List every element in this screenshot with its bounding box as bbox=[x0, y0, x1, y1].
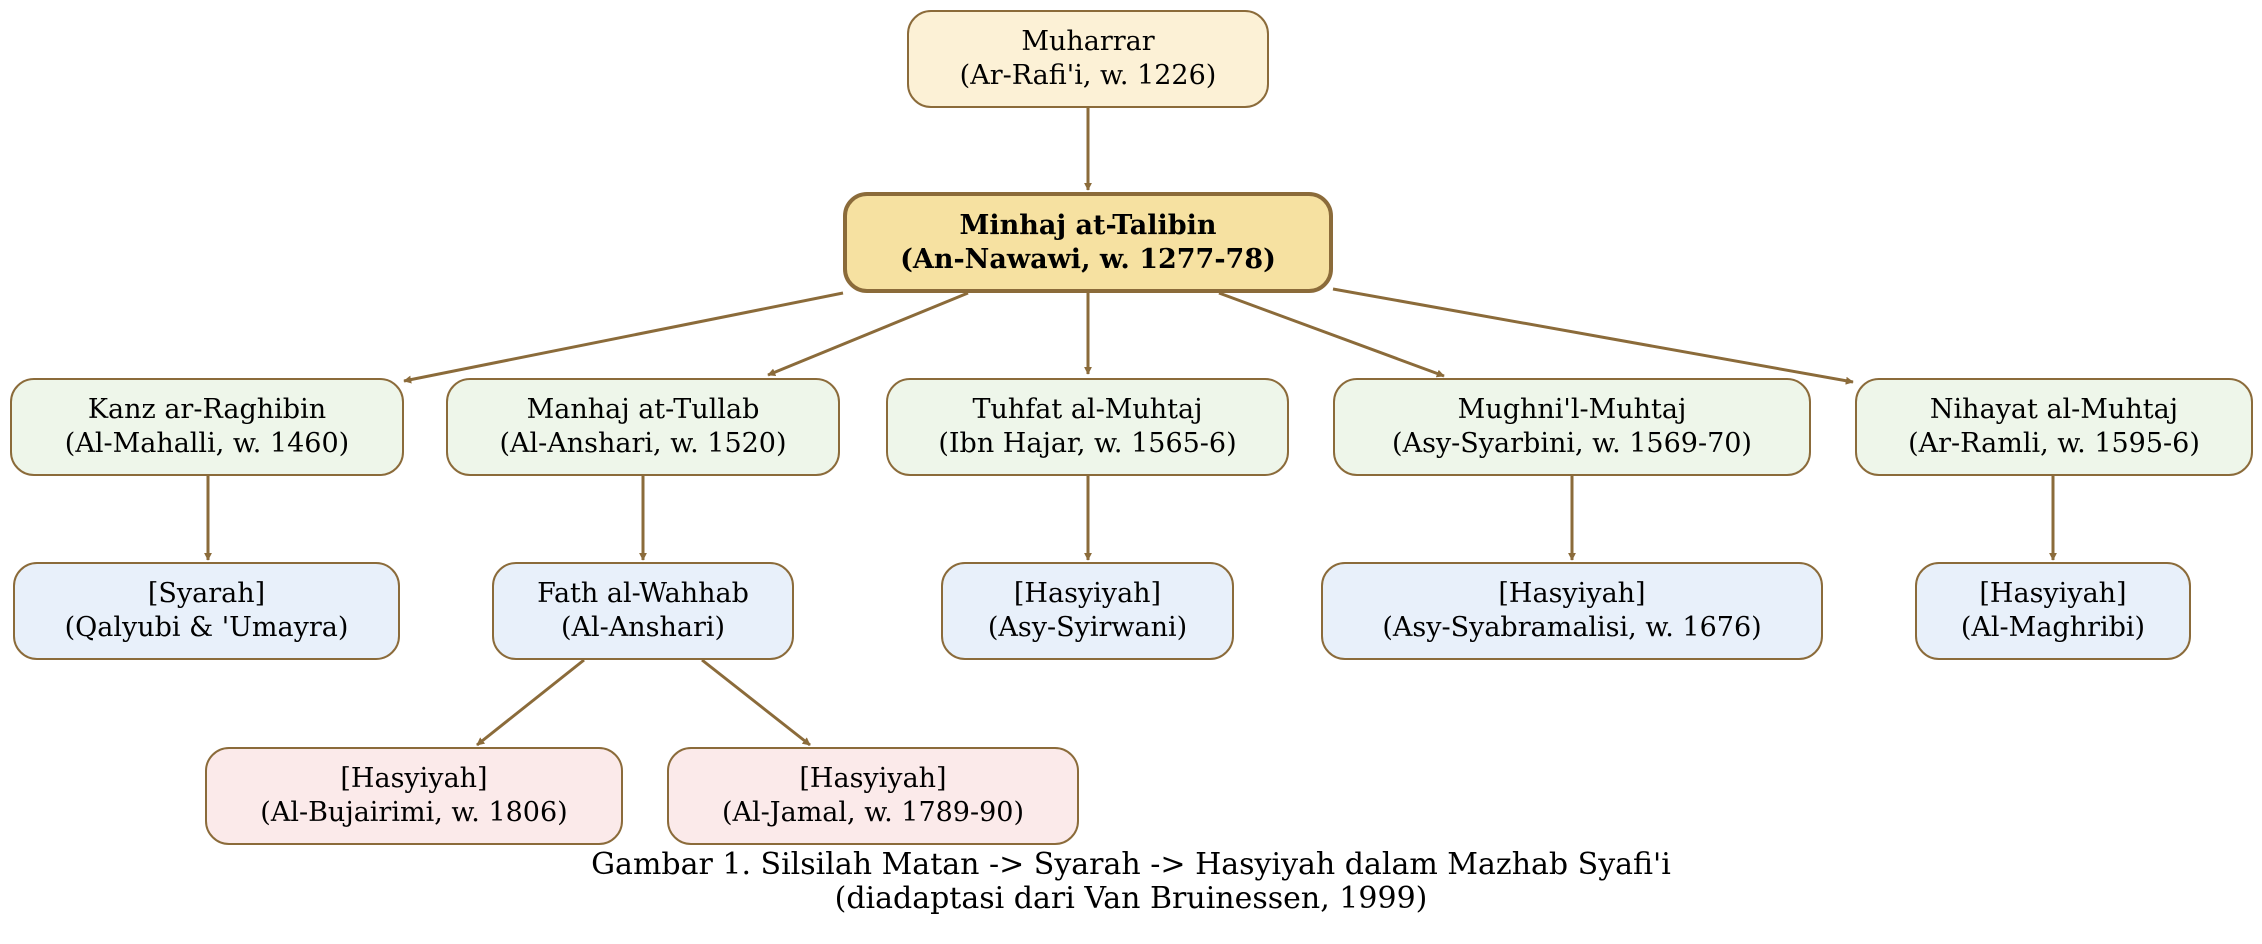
node-title: Muharrar bbox=[1021, 26, 1155, 57]
node-author: (Qalyubi & 'Umayra) bbox=[64, 612, 349, 643]
node-title: [Hasyiyah] bbox=[1979, 578, 2127, 609]
edge-minhaj-manhaj bbox=[767, 291, 969, 377]
node-hasyiyah-bujairimi: [Hasyiyah] (Al-Bujairimi, w. 1806) bbox=[205, 747, 623, 845]
node-title: Nihayat al-Muhtaj bbox=[1929, 394, 2179, 425]
edge-fath-jamal bbox=[701, 658, 811, 747]
caption-source: (diadaptasi dari Van Bruinessen, 1999) bbox=[834, 881, 1428, 916]
node-author: (Asy-Syirwani) bbox=[987, 612, 1188, 643]
node-author: (Ibn Hajar, w. 1565-6) bbox=[938, 428, 1237, 459]
node-title: [Hasyiyah] bbox=[340, 763, 488, 794]
node-title: [Hasyiyah] bbox=[799, 763, 947, 794]
node-mughni: Mughni'l-Muhtaj (Asy-Syarbini, w. 1569-7… bbox=[1333, 378, 1811, 476]
node-hasyiyah-syirwani: [Hasyiyah] (Asy-Syirwani) bbox=[941, 562, 1234, 660]
node-tuhfat: Tuhfat al-Muhtaj (Ibn Hajar, w. 1565-6) bbox=[886, 378, 1289, 476]
caption-title: Gambar 1. Silsilah Matan -> Syarah -> Ha… bbox=[591, 847, 1671, 882]
node-author: (Al-Jamal, w. 1789-90) bbox=[721, 797, 1024, 828]
node-title: [Hasyiyah] bbox=[1498, 578, 1646, 609]
node-author: (Asy-Syarbini, w. 1569-70) bbox=[1392, 428, 1752, 459]
node-hasyiyah-maghribi: [Hasyiyah] (Al-Maghribi) bbox=[1915, 562, 2191, 660]
node-author: (Al-Anshari) bbox=[560, 612, 726, 643]
node-author: (An-Nawawi, w. 1277-78) bbox=[900, 243, 1276, 275]
edge-fath-bujairimi bbox=[476, 658, 585, 747]
node-syarah-qalyubi: [Syarah] (Qalyubi & 'Umayra) bbox=[13, 562, 400, 660]
node-title: [Hasyiyah] bbox=[1013, 578, 1162, 609]
edge-minhaj-mughni bbox=[1218, 291, 1445, 378]
node-author: (Ar-Rafi'i, w. 1226) bbox=[959, 60, 1217, 91]
node-author: (Asy-Syabramalisi, w. 1676) bbox=[1382, 612, 1762, 643]
node-author: (Al-Mahalli, w. 1460) bbox=[64, 428, 350, 459]
node-minhaj: Minhaj at-Talibin (An-Nawawi, w. 1277-78… bbox=[843, 192, 1333, 293]
node-author: (Al-Anshari, w. 1520) bbox=[499, 428, 787, 459]
node-title: Minhaj at-Talibin bbox=[959, 209, 1217, 241]
node-title: Kanz ar-Raghibin bbox=[87, 394, 327, 425]
node-kanz: Kanz ar-Raghibin (Al-Mahalli, w. 1460) bbox=[10, 378, 404, 476]
node-title: Fath al-Wahhab bbox=[537, 578, 749, 609]
node-author: (Al-Bujairimi, w. 1806) bbox=[260, 797, 568, 828]
node-title: [Syarah] bbox=[147, 578, 266, 609]
node-nihayat: Nihayat al-Muhtaj (Ar-Ramli, w. 1595-6) bbox=[1855, 378, 2253, 476]
node-title: Manhaj at-Tullab bbox=[526, 394, 760, 425]
node-fath: Fath al-Wahhab (Al-Anshari) bbox=[492, 562, 794, 660]
node-title: Mughni'l-Muhtaj bbox=[1457, 394, 1687, 425]
node-author: (Al-Maghribi) bbox=[1960, 612, 2146, 643]
figure-caption: Gambar 1. Silsilah Matan -> Syarah -> Ha… bbox=[0, 848, 2262, 916]
node-author: (Ar-Ramli, w. 1595-6) bbox=[1908, 428, 2200, 459]
node-hasyiyah-jamal: [Hasyiyah] (Al-Jamal, w. 1789-90) bbox=[667, 747, 1079, 845]
node-manhaj: Manhaj at-Tullab (Al-Anshari, w. 1520) bbox=[446, 378, 840, 476]
edge-minhaj-kanz bbox=[403, 291, 844, 384]
node-hasyiyah-syabramalisi: [Hasyiyah] (Asy-Syabramalisi, w. 1676) bbox=[1321, 562, 1823, 660]
node-title: Tuhfat al-Muhtaj bbox=[972, 394, 1203, 425]
node-muharrar: Muharrar (Ar-Rafi'i, w. 1226) bbox=[907, 10, 1269, 108]
edge-minhaj-nihayat bbox=[1332, 287, 1854, 385]
